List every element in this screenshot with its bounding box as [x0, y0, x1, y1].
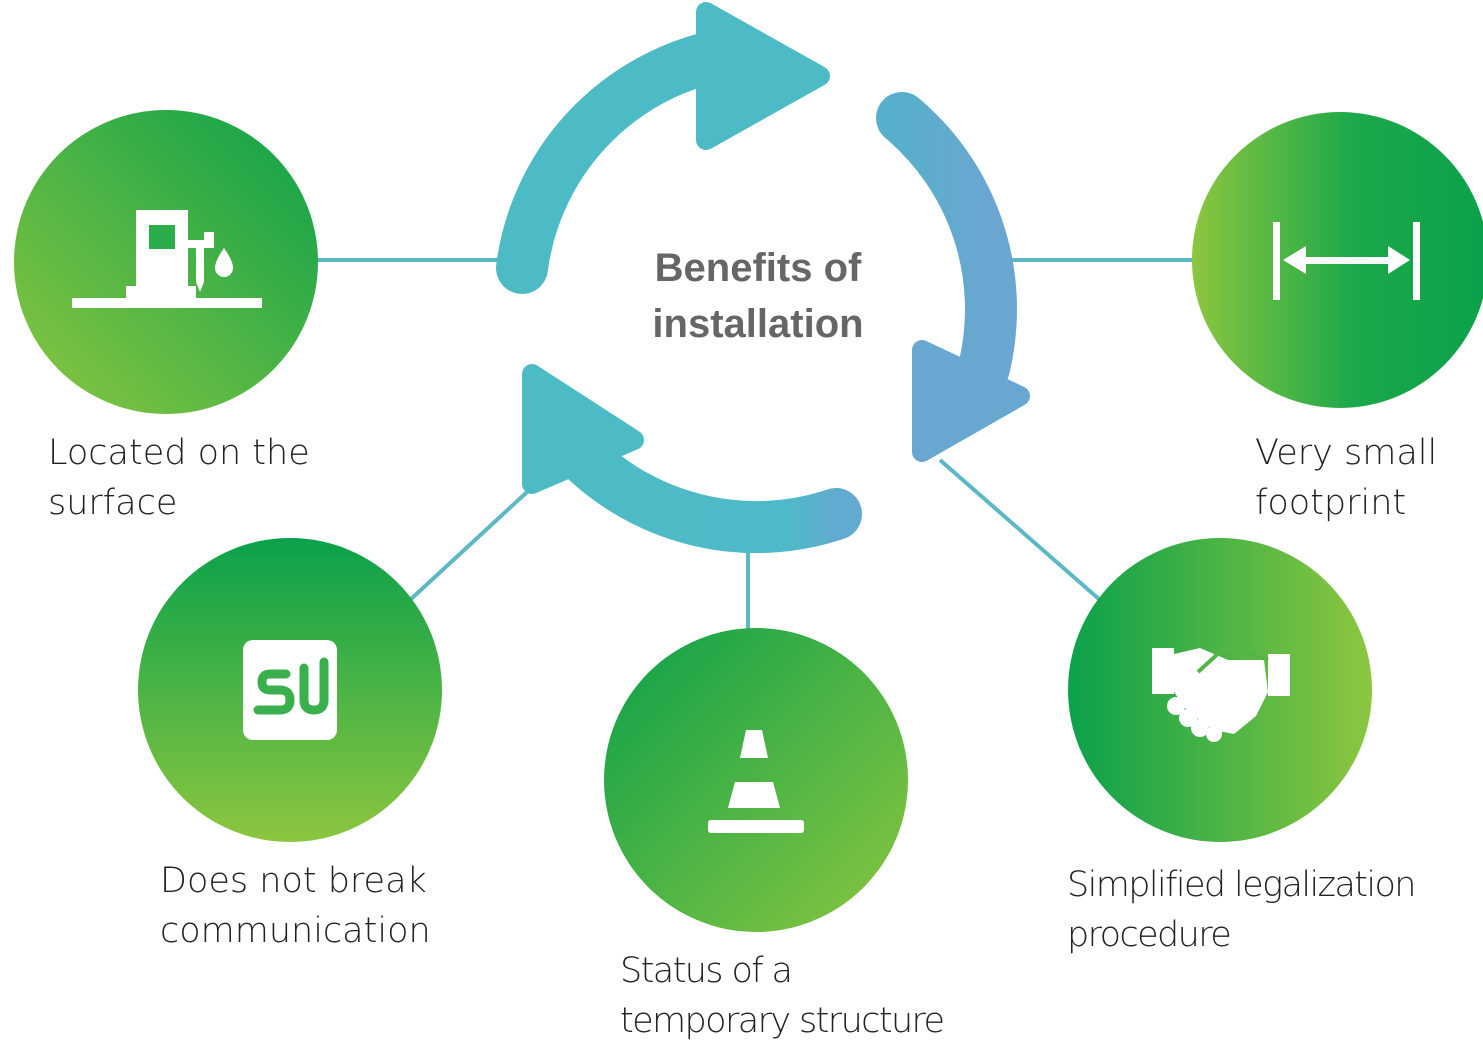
connector-line	[408, 478, 542, 602]
label-line-1: Very small	[1255, 433, 1438, 473]
handshake-icon	[1152, 647, 1290, 742]
benefit-label-communication: Does not break communication	[160, 856, 431, 956]
label-line-1: Does not break	[160, 861, 427, 901]
label-line-2: footprint	[1255, 483, 1407, 523]
benefit-label-footprint: Very small footprint	[1255, 428, 1437, 528]
diagram-title: Benefits of installation	[598, 240, 918, 352]
benefit-node-temporary	[604, 628, 908, 932]
benefit-node-footprint	[1192, 112, 1483, 408]
label-line-1: Simplified legalization	[1067, 865, 1416, 905]
stumbleupon-icon	[243, 640, 337, 740]
label-line-2: temporary structure	[620, 1001, 945, 1041]
fuel-pump-icon	[72, 210, 262, 308]
label-line-1: Located on the	[48, 433, 310, 473]
cycle-arrow-bottom	[522, 364, 862, 554]
benefit-label-legalization: Simplified legalization procedure	[1067, 860, 1416, 960]
title-line-2: installation	[652, 302, 864, 346]
traffic-cone-icon	[708, 730, 804, 833]
benefit-circle	[604, 628, 908, 932]
benefit-label-temporary: Status of a temporary structure	[620, 946, 945, 1044]
cycle-arrows	[496, 2, 1030, 554]
width-arrow-icon	[1273, 222, 1420, 300]
label-line-2: communication	[160, 911, 431, 951]
benefit-node-communication	[138, 538, 442, 842]
benefit-node-surface	[14, 110, 318, 414]
label-line-2: surface	[48, 483, 178, 523]
cycle-arrow-top	[496, 2, 830, 294]
label-line-2: procedure	[1067, 915, 1232, 955]
title-line-1: Benefits of	[654, 246, 862, 290]
benefit-node-legalization	[1068, 538, 1372, 842]
benefit-label-surface: Located on the surface	[48, 428, 310, 528]
connector-lines	[318, 258, 1200, 632]
cycle-arrow-right	[876, 92, 1030, 462]
label-line-1: Status of a	[620, 951, 793, 991]
connector-line	[938, 458, 1102, 602]
